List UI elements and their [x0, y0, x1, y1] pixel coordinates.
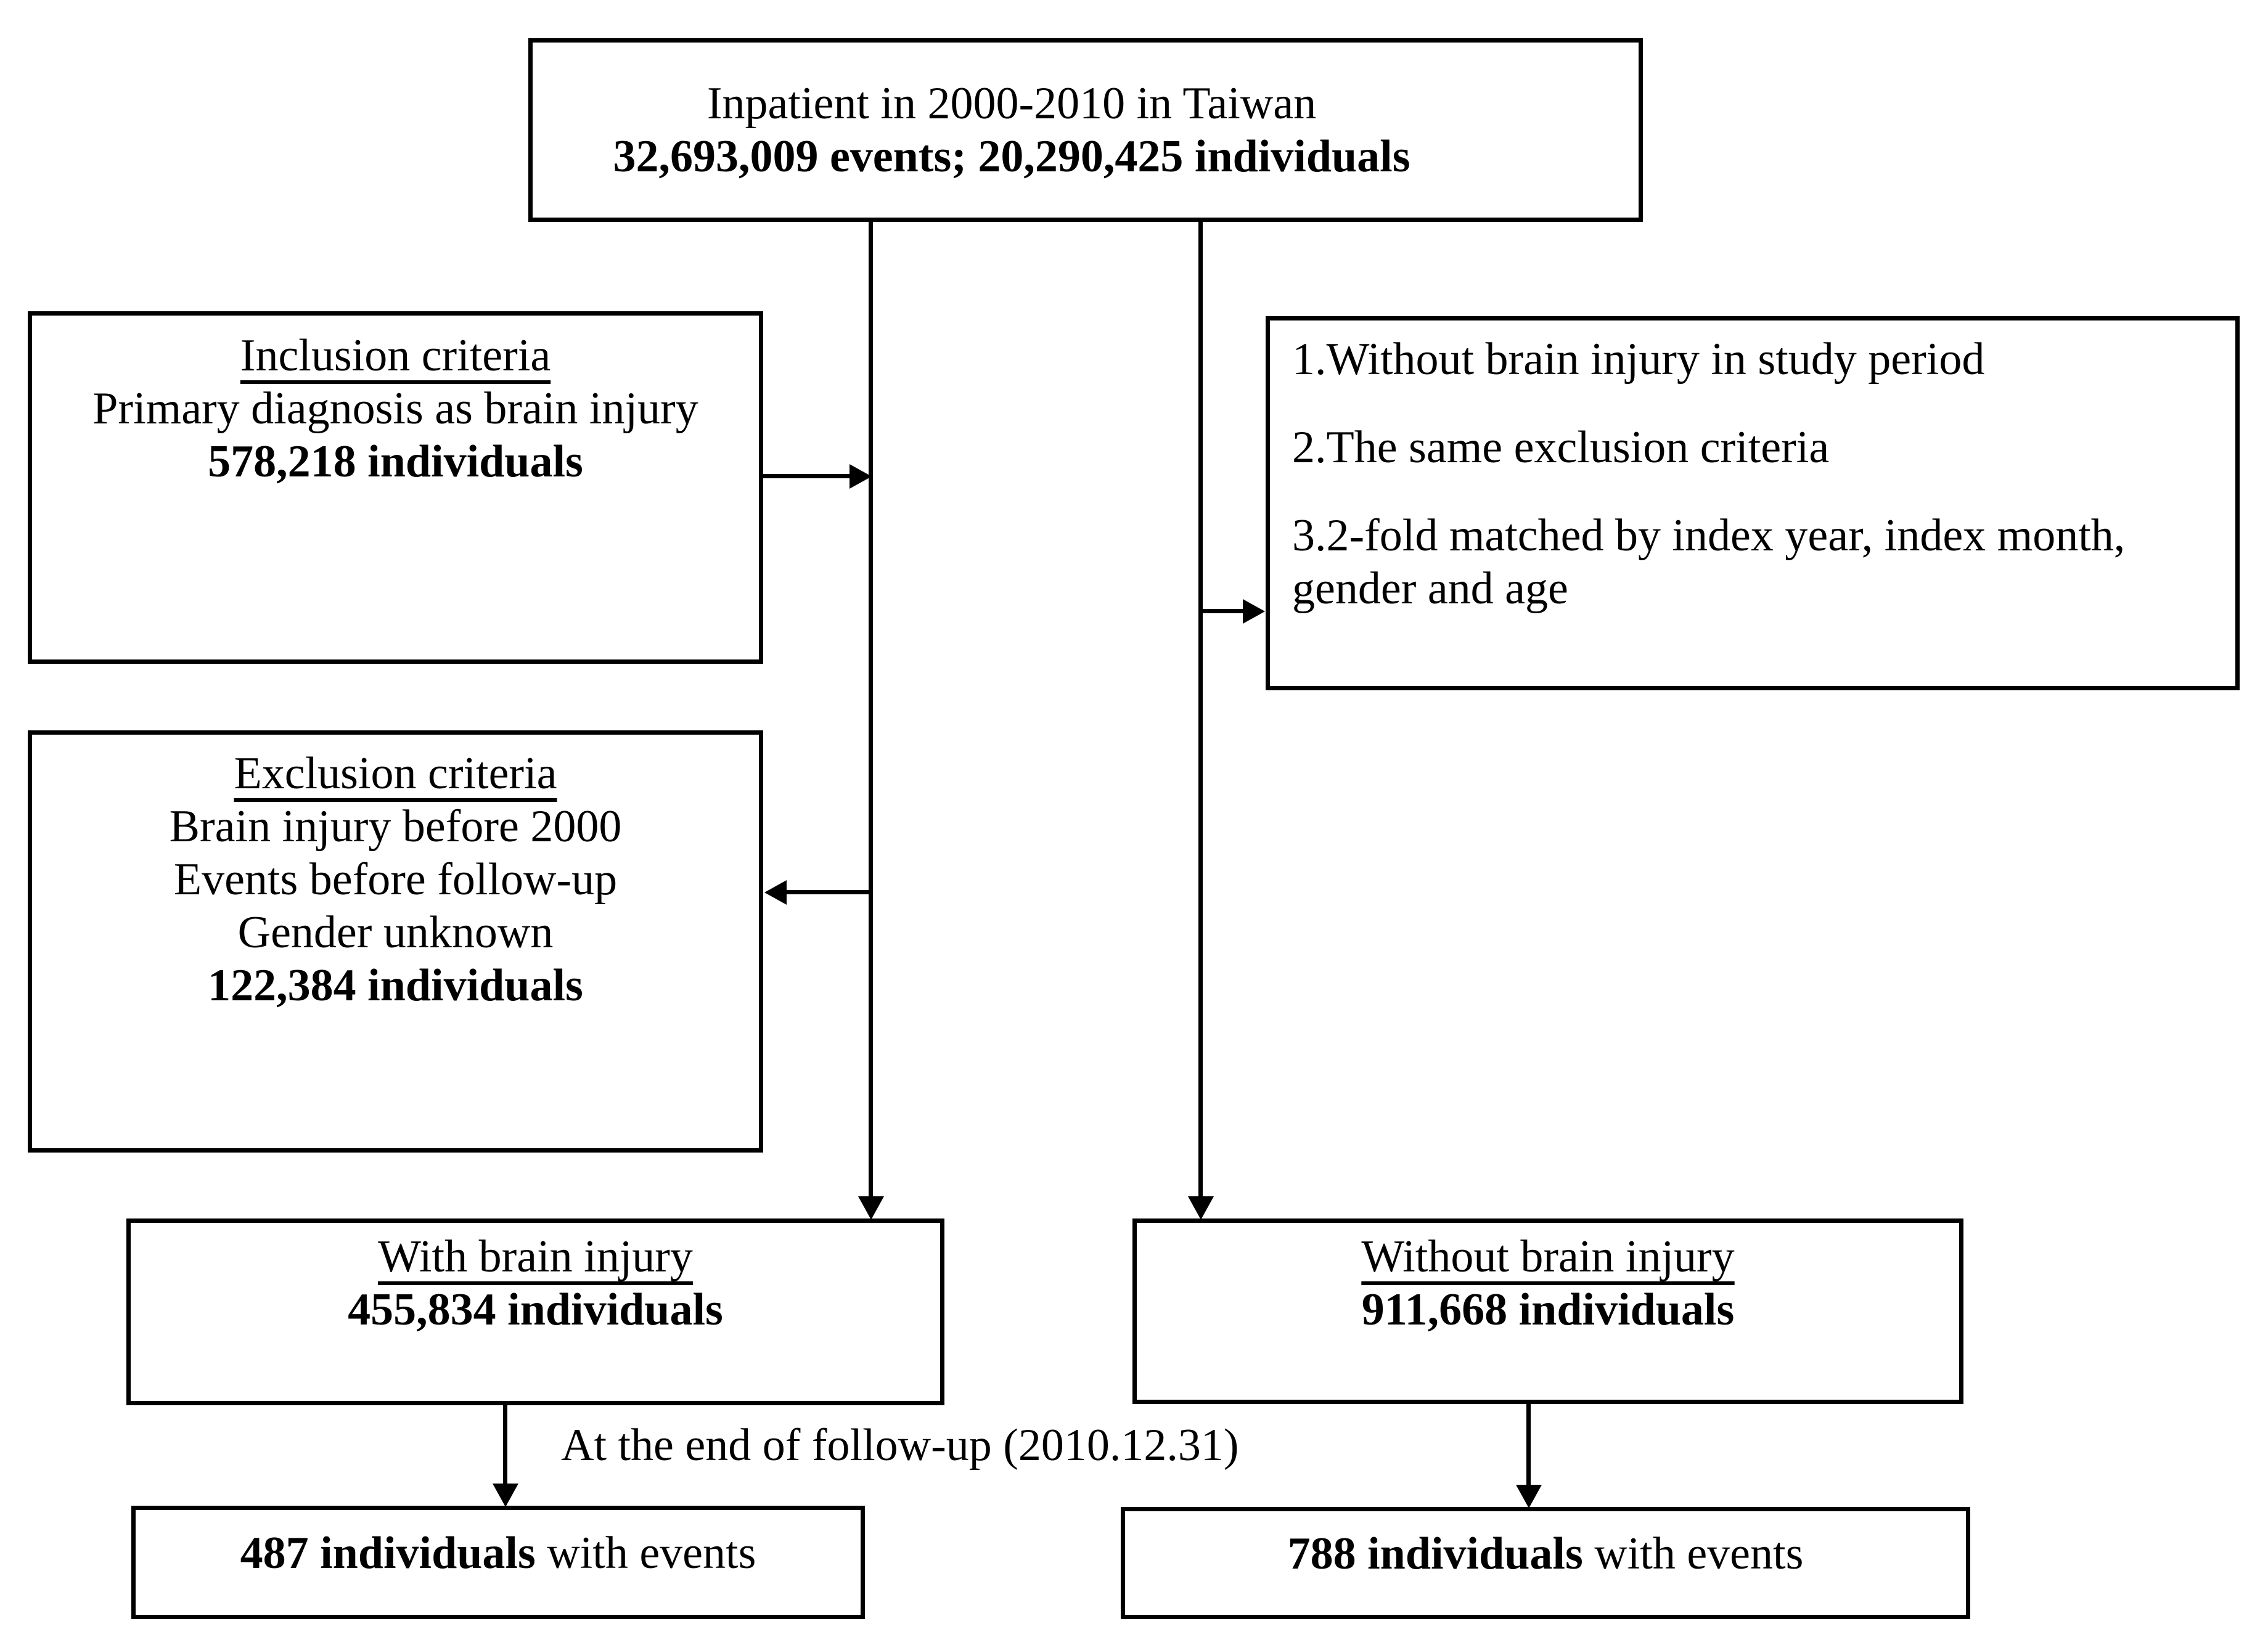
flow-line-with-injury — [869, 222, 873, 1198]
without-brain-injury-count: 911,668 individuals — [1361, 1284, 1735, 1335]
with-brain-injury-count: 455,834 individuals — [348, 1284, 723, 1335]
with-brain-injury-box: With brain injury 455,834 individuals — [126, 1218, 944, 1405]
arrowhead-left-exclusion-icon — [764, 880, 787, 905]
source-population-title: Inpatient in 2000-2010 in Taiwan — [706, 78, 1317, 129]
arrowhead-down-events-right-icon — [1516, 1485, 1542, 1508]
arrowhead-down-with-injury-icon — [858, 1196, 884, 1220]
events-without-injury-text: 788 individuals with events — [1287, 1529, 1804, 1579]
inclusion-criteria-title: Inclusion criteria — [240, 330, 551, 381]
exclusion-criteria-item-1: Brain injury before 2000 — [169, 801, 622, 852]
control-criteria-item-2: 2.The same exclusion criteria — [1292, 422, 1830, 473]
control-criteria-item-1: 1.Without brain injury in study period — [1292, 334, 1985, 385]
control-criteria-box: 1.Without brain injury in study period 2… — [1266, 316, 2240, 690]
inclusion-criteria-count: 578,218 individuals — [208, 436, 583, 487]
events-with-injury-text: 487 individuals with events — [240, 1528, 756, 1578]
source-population-counts: 32,693,009 events; 20,290,425 individual… — [613, 131, 1410, 182]
exclusion-criteria-item-3: Gender unknown — [237, 907, 554, 958]
flow-line-events-left — [503, 1405, 507, 1485]
inclusion-criteria-box: Inclusion criteria Primary diagnosis as … — [28, 311, 763, 664]
flow-line-without-injury — [1198, 222, 1203, 1198]
exclusion-criteria-box: Exclusion criteria Brain injury before 2… — [28, 730, 763, 1153]
arrowhead-right-inclusion-icon — [849, 464, 872, 489]
arrowhead-down-events-left-icon — [493, 1484, 518, 1507]
control-criteria-item-3: 3.2-fold matched by index year, index mo… — [1292, 510, 2126, 614]
flow-line-exclusion — [785, 890, 871, 894]
flow-line-inclusion — [763, 474, 851, 478]
followup-label: At the end of follow-up (2010.12.31) — [561, 1420, 1239, 1471]
arrowhead-right-matched-icon — [1243, 599, 1265, 624]
exclusion-criteria-item-2: Events before follow-up — [173, 854, 618, 905]
source-population-box: Inpatient in 2000-2010 in Taiwan 32,693,… — [528, 38, 1643, 222]
with-brain-injury-title: With brain injury — [378, 1231, 693, 1282]
flow-line-matched — [1198, 609, 1244, 613]
inclusion-criteria-text: Primary diagnosis as brain injury — [92, 383, 698, 434]
without-brain-injury-title: Without brain injury — [1361, 1231, 1735, 1282]
events-with-injury-box: 487 individuals with events — [131, 1506, 865, 1619]
without-brain-injury-box: Without brain injury 911,668 individuals — [1132, 1218, 1963, 1404]
events-without-injury-box: 788 individuals with events — [1121, 1507, 1970, 1619]
exclusion-criteria-count: 122,384 individuals — [208, 960, 583, 1011]
arrowhead-down-without-injury-icon — [1188, 1196, 1214, 1220]
flow-line-events-right — [1526, 1404, 1531, 1485]
exclusion-criteria-title: Exclusion criteria — [234, 748, 557, 799]
